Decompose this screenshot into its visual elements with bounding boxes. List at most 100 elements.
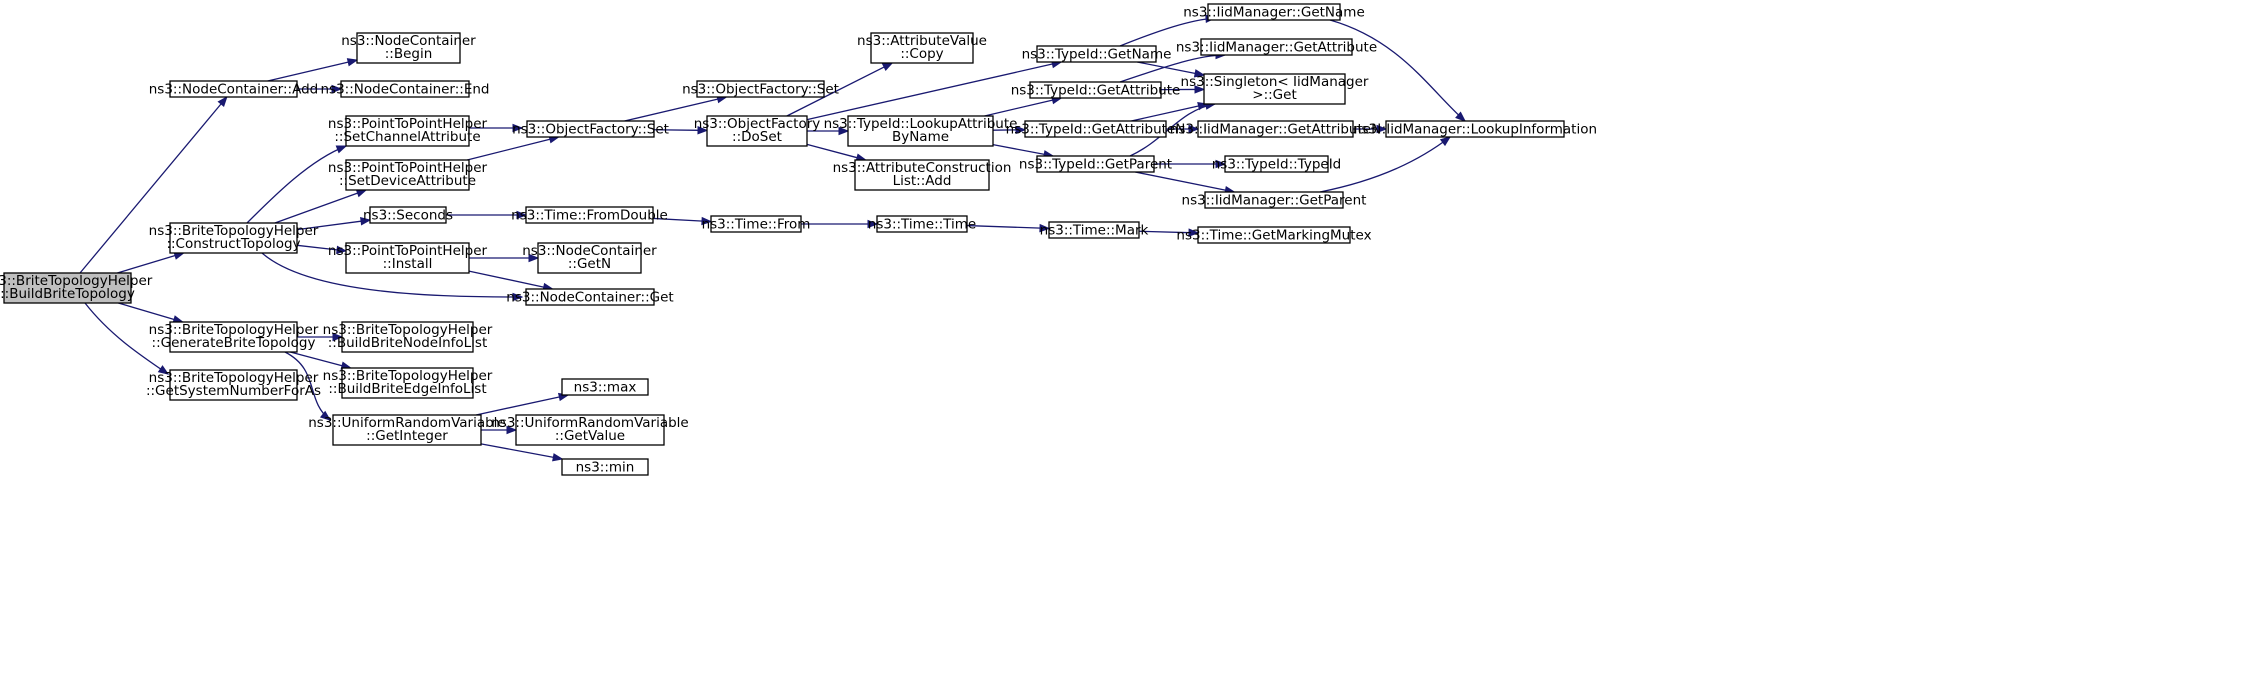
node-label: ns3::ObjectFactory::Set [682,82,839,98]
arrowhead [331,84,343,94]
node-singleton[interactable]: ns3::Singleton< IidManager>::Get [1181,73,1369,105]
node-label: ns3::NodeContainer [522,243,657,259]
node-ncBegin[interactable]: ns3::NodeContainer::Begin [341,32,476,64]
node-p2pDev[interactable]: ns3::PointToPointHelper::SetDeviceAttrib… [328,159,488,191]
edge-p2pInst-to-ncGetN [469,253,540,263]
node-box [1200,38,1353,56]
node-box [525,206,654,224]
node-fromDouble[interactable]: ns3::Time::FromDouble [511,206,668,224]
edge-fromDouble-to-timeFrom [652,216,713,226]
node-label: ns3::BriteTopologyHelper [149,370,319,386]
node-label: ::ConstructTopology [166,236,300,252]
node-tidGetParent[interactable]: ns3::TypeId::GetParent [1019,155,1172,173]
node-label: ns3::IidManager::GetAttributeN [1170,122,1381,138]
node-box [1024,120,1167,138]
arrowhead [1039,223,1051,233]
node-label: ::GenerateBriteTopology [152,335,316,351]
node-box [706,115,808,147]
node-box [1036,155,1155,173]
node-ofSet1[interactable]: ns3::ObjectFactory::Set [512,120,669,138]
node-max[interactable]: ns3::max [561,378,649,396]
node-ofDoSet[interactable]: ns3::ObjectFactory::DoSet [694,115,821,147]
node-label: ::BuildBriteNodeInfoList [328,335,488,351]
node-imGetAttr[interactable]: ns3::IidManager::GetAttribute [1176,38,1377,56]
edge-seconds-to-fromDouble [446,210,528,220]
node-box [1197,120,1354,138]
node-box [369,206,447,224]
arrowhead [1439,136,1452,147]
node-generate[interactable]: ns3::BriteTopologyHelper::GenerateBriteT… [149,321,319,353]
node-p2pChan[interactable]: ns3::PointToPointHelper::SetChannelAttri… [328,115,488,147]
node-root[interactable]: ns3::BriteTopologyHelper::BuildBriteTopo… [0,272,153,304]
node-sysnum[interactable]: ns3::BriteTopologyHelper::GetSystemNumbe… [146,369,321,401]
node-box [169,321,298,353]
node-urvGetInt[interactable]: ns3::UniformRandomVariable::GetInteger [308,414,506,446]
arrowhead [360,217,372,226]
edge-p2pInst-to-ncGet [468,270,554,292]
node-markMutex[interactable]: ns3::Time::GetMarkingMutex [1176,226,1372,244]
node-buildEdge[interactable]: ns3::BriteTopologyHelper::BuildBriteEdge… [323,367,493,399]
edge-tidGetParent-to-imGetParent [1135,171,1236,195]
node-timeFrom[interactable]: ns3::Time::From [702,215,811,233]
node-box [1036,45,1157,63]
node-label: ns3::Time::Mark [1040,223,1149,239]
edge-ofDoSet-to-tidLookup [807,126,850,136]
node-box [696,80,825,98]
node-label: >::Get [1252,87,1296,103]
node-min[interactable]: ns3::min [561,458,649,476]
node-label: ns3::TypeId::GetAttribute [1011,83,1181,99]
node-box [356,32,461,64]
node-imGetAttrN[interactable]: ns3::IidManager::GetAttributeN [1170,120,1381,138]
node-box [345,115,470,147]
node-box [1224,155,1329,173]
node-construct[interactable]: ns3::BriteTopologyHelper::ConstructTopol… [149,222,319,254]
node-label: ::BuildBriteTopology [0,286,135,302]
node-ncAdd[interactable]: ns3::NodeContainer::Add [149,80,318,98]
node-label: ::BuildBriteEdgeInfoList [328,381,486,397]
edge-tidLookup-to-tidGetAttr [984,96,1063,117]
node-label: ns3::NodeContainer::Get [506,290,673,306]
node-box [345,242,470,274]
edge-p2pDev-to-ofSet1 [467,135,561,161]
node-ncEnd[interactable]: ns3::NodeContainer::End [321,80,490,98]
node-box [345,159,470,191]
edge-root-to-sysnum [84,302,170,375]
node-box [1048,221,1140,239]
node-tidGetAttrN[interactable]: ns3::TypeId::GetAttributeN [1006,120,1186,138]
edge-imGetName-to-imLookup [1329,19,1467,122]
edge-construct-to-seconds [296,217,372,231]
node-label: ns3::NodeContainer [341,33,476,49]
edge-construct-to-p2pChan [246,145,348,224]
node-tidGetAttr[interactable]: ns3::TypeId::GetAttribute [1011,81,1181,99]
node-tidGetName[interactable]: ns3::TypeId::GetName [1022,45,1172,63]
node-tidTypeId[interactable]: ns3::TypeId::TypeId [1212,155,1342,173]
node-box [525,288,655,306]
node-avCopy[interactable]: ns3::AttributeValue::Copy [857,32,987,64]
node-urvGetVal[interactable]: ns3::UniformRandomVariable::GetValue [491,414,689,446]
node-ncGetN[interactable]: ns3::NodeContainer::GetN [522,242,657,274]
node-box [870,32,974,64]
node-timeTime[interactable]: ns3::Time::Time [868,215,976,233]
node-imGetParent[interactable]: ns3::IidManager::GetParent [1182,191,1367,209]
edge-generate-to-urvGetInt [284,351,332,421]
node-label: ns3::IidManager::GetAttribute [1176,40,1377,56]
node-box [876,215,968,233]
node-label: ::SetDeviceAttribute [339,173,476,189]
edge-p2pChan-to-ofSet1 [469,123,524,133]
node-ncGet[interactable]: ns3::NodeContainer::Get [506,288,674,306]
node-buildNode[interactable]: ns3::BriteTopologyHelper::BuildBriteNode… [323,321,493,353]
node-imGetName[interactable]: ns3::IidManager::GetName [1183,3,1365,21]
node-p2pInst[interactable]: ns3::PointToPointHelper::Install [328,242,488,274]
node-ofSet2[interactable]: ns3::ObjectFactory::Set [682,80,839,98]
node-timeMark[interactable]: ns3::Time::Mark [1040,221,1149,239]
node-imLookup[interactable]: ns3::IidManager::LookupInformation [1353,120,1597,138]
node-seconds[interactable]: ns3::Seconds [363,206,453,224]
edge-tidGetParent-to-tidTypeId [1154,159,1227,169]
arrowhead [506,425,518,435]
arrowhead [217,95,228,108]
node-label: ns3::TypeId::GetAttributeN [1006,122,1186,138]
arrowhead [1376,124,1388,134]
